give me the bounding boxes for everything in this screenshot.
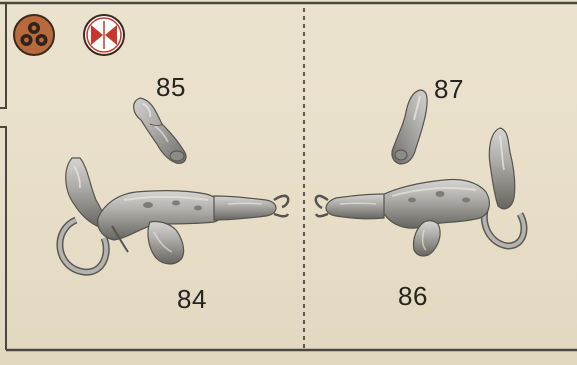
part-number-84: 84 <box>177 286 207 312</box>
clip-icon <box>82 13 126 57</box>
part-number-87: 87 <box>434 76 464 102</box>
part-number-85: 85 <box>156 74 186 100</box>
part-number-86: 86 <box>398 283 428 309</box>
glue-icon <box>12 13 56 57</box>
